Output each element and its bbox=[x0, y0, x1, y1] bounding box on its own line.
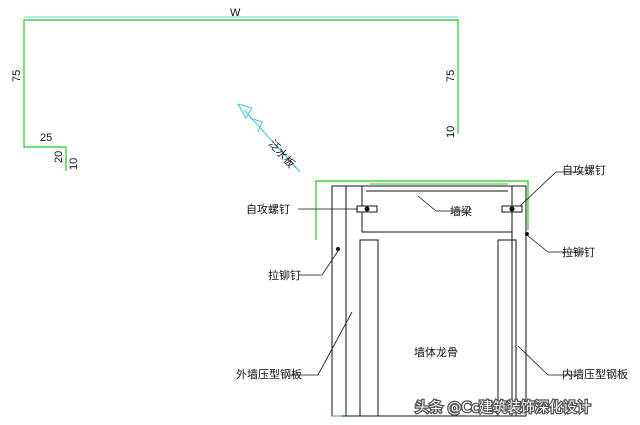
inner-panel-label: 内墙压型钢板 bbox=[562, 367, 628, 381]
flashing-label: 泛水板 bbox=[266, 137, 298, 171]
beam-label: 墙梁 bbox=[450, 204, 472, 218]
dimension-w-label: W bbox=[230, 7, 241, 19]
parapet-flashing bbox=[315, 180, 529, 240]
dimension-right-height: 75 bbox=[445, 70, 457, 82]
rivet-left-mark bbox=[336, 247, 340, 251]
rivet-right-mark bbox=[525, 232, 529, 236]
screw-right-mark bbox=[501, 205, 523, 213]
stud-label: 墙体龙骨 bbox=[414, 345, 458, 359]
outer-panel-label: 外墙压型钢板 bbox=[236, 367, 302, 381]
inner-panel-line bbox=[332, 183, 508, 417]
rivet-left-label: 拉铆钉 bbox=[268, 268, 301, 282]
flashing-profile bbox=[23, 19, 459, 171]
watermark: 头条 @Cc建筑装饰深化设计 bbox=[415, 399, 591, 416]
flashing-leader bbox=[237, 103, 301, 173]
screw-right-label: 自攻螺钉 bbox=[562, 163, 606, 177]
rivet-right-label: 拉铆钉 bbox=[562, 245, 595, 259]
leader-lines bbox=[290, 171, 584, 376]
dimension-left-height: 75 bbox=[11, 70, 23, 82]
screw-left-mark bbox=[356, 205, 378, 213]
screw-left-label: 自攻螺钉 bbox=[246, 202, 290, 216]
dimension-left-return: 25 bbox=[40, 132, 52, 144]
wall-section bbox=[331, 185, 527, 417]
dimension-left-lip: 10 bbox=[68, 158, 80, 170]
dimension-right-lip: 10 bbox=[445, 126, 457, 138]
dimension-left-drop: 20 bbox=[53, 151, 65, 163]
